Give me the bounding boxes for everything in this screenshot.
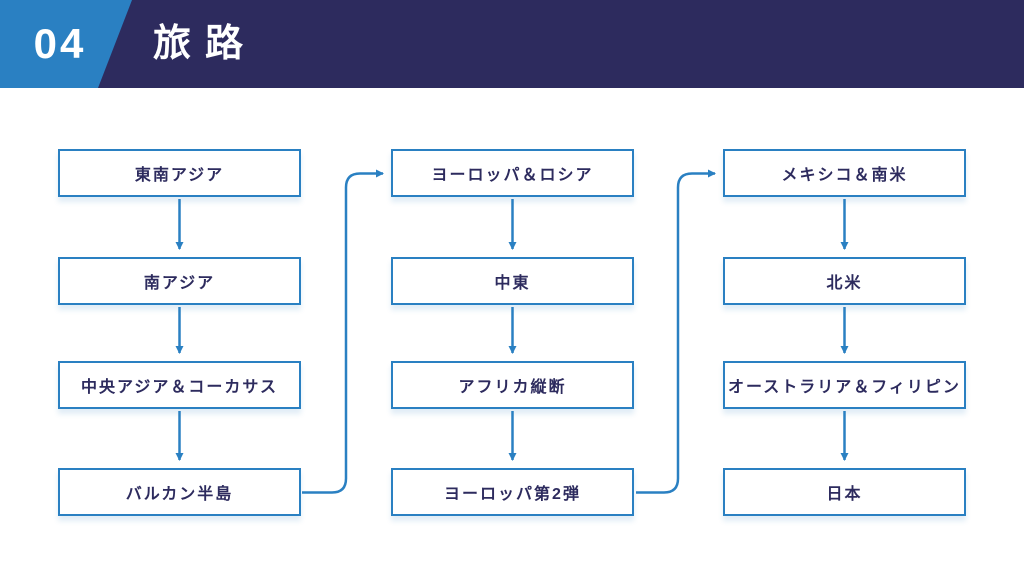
connector-europe2-to-mexico <box>636 169 716 494</box>
flow-box-label: オーストラリア＆フィリピン <box>728 379 961 396</box>
flow-box-label: 東南アジア <box>134 167 225 184</box>
flow-box-south-asia: 南アジア <box>58 257 301 305</box>
flow-box-africa: アフリカ縦断 <box>391 361 634 409</box>
flow-box-europe-russia: ヨーロッパ＆ロシア <box>391 149 634 197</box>
flow-box-label: 中東 <box>494 275 531 292</box>
flow-box-label: メキシコ＆南米 <box>781 167 908 184</box>
flow-box-label: 南アジア <box>143 275 216 292</box>
flow-box-label: 日本 <box>826 486 863 503</box>
section-number: 04 <box>33 20 87 67</box>
flow-box-europe-2: ヨーロッパ第2弾 <box>391 468 634 516</box>
flow-box-label: ヨーロッパ＆ロシア <box>431 167 594 184</box>
flow-box-label: 北米 <box>826 275 863 292</box>
flow-box-central-asia-caucasus: 中央アジア＆コーカサス <box>58 361 301 409</box>
flow-box-australia-philippines: オーストラリア＆フィリピン <box>723 361 966 409</box>
flow-box-middle-east: 中東 <box>391 257 634 305</box>
connector-balkan-to-europe <box>302 169 384 494</box>
flow-box-balkan: バルカン半島 <box>58 468 301 516</box>
header-bar: 04 旅路 <box>0 0 1024 88</box>
page-title: 旅路 <box>153 23 258 65</box>
flow-box-north-america: 北米 <box>723 257 966 305</box>
flow-box-japan: 日本 <box>723 468 966 516</box>
flow-box-label: ヨーロッパ第2弾 <box>444 486 581 503</box>
flow-box-southeast-asia: 東南アジア <box>58 149 301 197</box>
flow-box-label: 中央アジア＆コーカサス <box>80 379 279 396</box>
flow-box-mexico-south-america: メキシコ＆南米 <box>723 149 966 197</box>
flow-box-label: アフリカ縦断 <box>458 379 567 396</box>
flow-box-label: バルカン半島 <box>125 486 234 503</box>
